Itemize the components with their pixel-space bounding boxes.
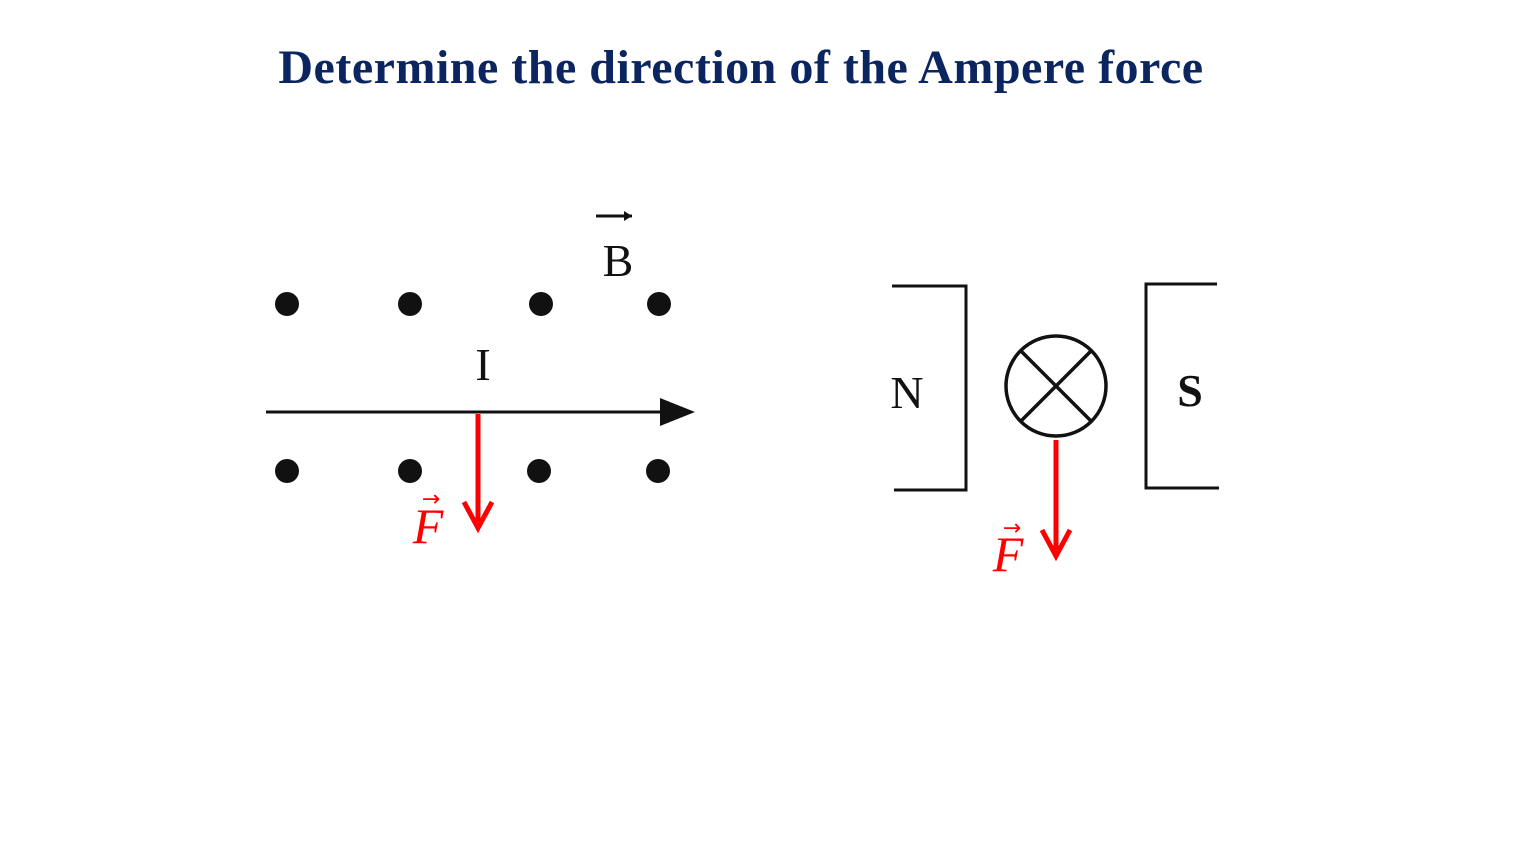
field-dot bbox=[527, 459, 551, 483]
north-pole-magnet bbox=[892, 284, 968, 492]
slide-title: Determine the direction of the Ampere fo… bbox=[278, 41, 1204, 94]
force-label: F bbox=[992, 526, 1024, 582]
vector-arrow-icon: → bbox=[1003, 516, 1021, 541]
field-dot bbox=[275, 459, 299, 483]
field-dot bbox=[646, 459, 670, 483]
field-vector-label: B bbox=[596, 211, 633, 286]
left-diagram: B I → F bbox=[266, 211, 695, 554]
north-pole-label: N bbox=[890, 367, 923, 418]
vector-arrow-icon: → bbox=[422, 487, 440, 512]
current-arrow-head bbox=[660, 398, 695, 426]
field-dot bbox=[275, 292, 299, 316]
current-label: I bbox=[475, 339, 490, 390]
force-vector-label: → F bbox=[412, 487, 444, 554]
field-label: B bbox=[603, 235, 634, 286]
force-label: F bbox=[412, 498, 444, 554]
force-vector-label: → F bbox=[992, 516, 1024, 582]
field-dot bbox=[398, 292, 422, 316]
south-pole-label: S bbox=[1177, 365, 1203, 416]
field-dot bbox=[647, 292, 671, 316]
force-arrow bbox=[1039, 440, 1073, 562]
current-into-page-icon bbox=[1004, 334, 1108, 438]
force-arrow bbox=[461, 414, 495, 534]
field-dot bbox=[529, 292, 553, 316]
south-pole-magnet bbox=[1144, 282, 1219, 490]
field-dot bbox=[398, 459, 422, 483]
right-diagram: N S → F bbox=[890, 282, 1219, 582]
